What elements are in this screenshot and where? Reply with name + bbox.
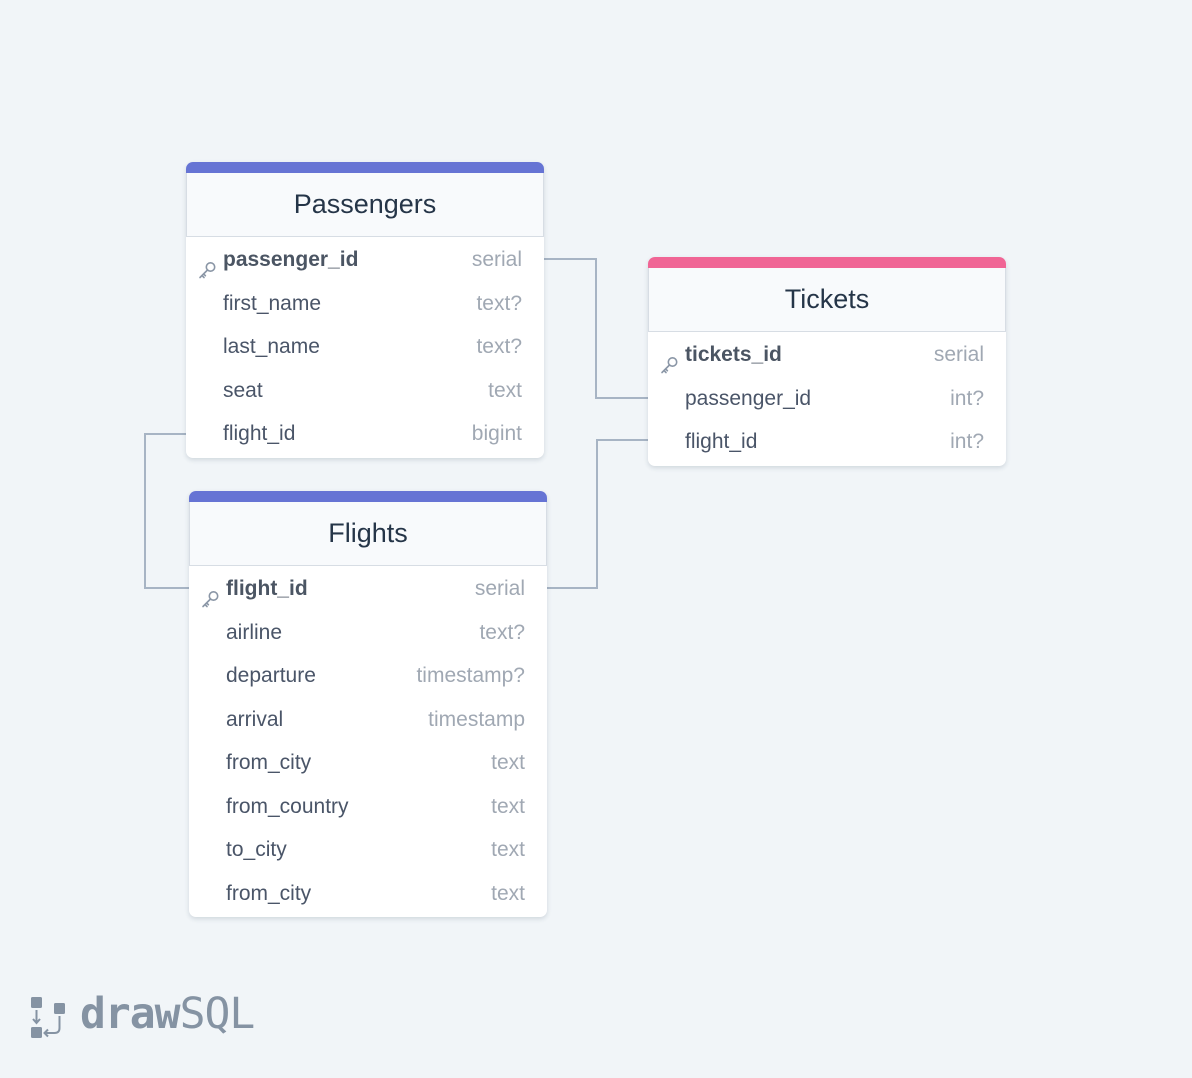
table-color-bar: [186, 162, 544, 173]
column-type: text: [491, 794, 525, 818]
brand-part-draw: draw: [80, 989, 181, 1039]
table-color-bar: [189, 491, 547, 502]
link-passengers-to-flights: [144, 433, 189, 589]
link-passenger-to-tickets: [544, 258, 648, 399]
column-name: passenger_id: [685, 386, 812, 410]
column-type: serial: [474, 577, 525, 600]
column-row[interactable]: flight_id int?: [648, 420, 1006, 464]
column-name: seat: [223, 378, 263, 402]
column-type: text: [491, 751, 525, 774]
column-row[interactable]: flight_id serial: [189, 567, 547, 611]
column-row[interactable]: airline text?: [189, 611, 547, 655]
brand-part-sql: SQL: [179, 989, 256, 1039]
column-name: to_city: [226, 838, 287, 861]
column-type: serial: [471, 248, 522, 271]
column-name: from_city: [226, 881, 312, 905]
column-name: from_city: [226, 751, 312, 774]
column-type: bigint: [471, 422, 522, 445]
key-icon: [200, 580, 220, 608]
column-type: timestamp?: [416, 664, 525, 687]
table-tickets[interactable]: Tickets tickets_id serial passenger_id int?…: [648, 257, 1006, 466]
column-row[interactable]: last_name text?: [186, 325, 544, 369]
column-name: arrival: [226, 707, 284, 731]
link-flights-to-tickets: [547, 439, 648, 589]
column-type: text: [491, 838, 525, 861]
key-icon: [659, 346, 679, 374]
column-type: int?: [950, 430, 984, 453]
column-row[interactable]: to_city text: [189, 828, 547, 872]
column-name: from_country: [226, 794, 349, 818]
column-name: passenger_id: [223, 248, 359, 271]
column-type: timestamp: [428, 707, 525, 731]
drawsql-wordmark: drawSQL: [80, 989, 256, 1039]
column-row[interactable]: arrival timestamp: [189, 698, 547, 742]
column-name: first_name: [223, 291, 322, 315]
table-title[interactable]: Passengers: [186, 173, 544, 237]
drawsql-logo-icon: [31, 997, 65, 1038]
column-name: flight_id: [685, 430, 758, 453]
column-type: text?: [479, 620, 525, 644]
column-row[interactable]: passenger_id serial: [186, 238, 544, 282]
column-row[interactable]: passenger_id int?: [648, 377, 1006, 421]
column-row[interactable]: from_city text: [189, 741, 547, 785]
column-row[interactable]: departure timestamp?: [189, 654, 547, 698]
column-row[interactable]: from_city text: [189, 872, 547, 916]
table-title[interactable]: Tickets: [648, 268, 1006, 332]
column-name: tickets_id: [685, 343, 782, 366]
column-row[interactable]: from_country text: [189, 785, 547, 829]
column-name: last_name: [223, 335, 320, 358]
column-type: serial: [933, 343, 984, 366]
column-name: airline: [226, 620, 283, 644]
table-color-bar: [648, 257, 1006, 268]
column-type: text: [491, 881, 525, 905]
column-type: int?: [950, 386, 984, 410]
column-type: text?: [476, 291, 522, 315]
column-name: flight_id: [223, 422, 296, 445]
column-row[interactable]: flight_id bigint: [186, 412, 544, 456]
column-row[interactable]: tickets_id serial: [648, 333, 1006, 377]
column-row[interactable]: first_name text?: [186, 282, 544, 326]
table-title[interactable]: Flights: [189, 502, 547, 566]
column-name: flight_id: [226, 577, 308, 600]
key-icon: [197, 251, 217, 279]
column-name: departure: [226, 664, 316, 687]
column-type: text: [488, 378, 522, 402]
column-row[interactable]: seat text: [186, 369, 544, 413]
column-type: text?: [476, 335, 522, 358]
table-flights[interactable]: Flights flight_id serial airline text? depar…: [189, 491, 547, 917]
column-list: flight_id serial airline text? departure time…: [189, 566, 547, 917]
